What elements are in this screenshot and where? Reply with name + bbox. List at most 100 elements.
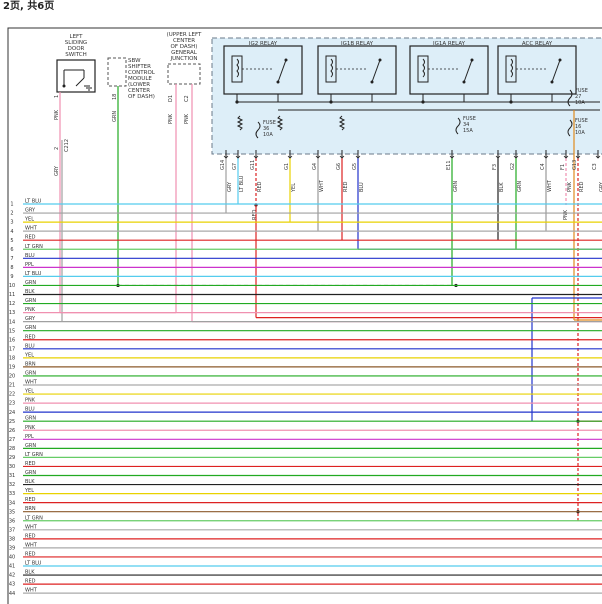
relay-box (497, 45, 577, 95)
harness-label: WHT (25, 524, 38, 530)
page-header: 2页, 共6页 (3, 1, 55, 12)
harness-number: 7 (10, 256, 13, 262)
harness-number: 41 (9, 564, 15, 570)
relay-label: ACC RELAY (522, 41, 553, 47)
harness-number: 8 (10, 265, 13, 271)
pin-wire-label: BLU (359, 182, 365, 192)
harness-number: 24 (9, 410, 15, 416)
fuse-symbol (567, 119, 573, 137)
harness-label: GRN (25, 298, 36, 304)
pin-wire-label: BLK (499, 182, 505, 192)
harness-number: 39 (9, 546, 15, 552)
pin-wire-label: RED (343, 181, 349, 192)
harness-label: GRN (25, 443, 36, 449)
bus-junction (509, 100, 513, 104)
fuse-label: FUSE (463, 116, 476, 122)
relay-box (223, 45, 303, 95)
junction-label-line: OF DASH) (171, 44, 198, 50)
door-switch-label: LEFT SLIDING DOOR SWITCH (65, 34, 87, 58)
harness-label: BLU (25, 343, 35, 349)
harness-number: 44 (9, 591, 15, 597)
harness-label: BLK (25, 289, 35, 295)
fuse-symbol (455, 117, 461, 135)
harness-number: 40 (9, 555, 15, 561)
harness-label: RED (25, 334, 36, 340)
harness-label: PNK (25, 398, 36, 404)
resistor-symbol (276, 115, 284, 131)
junction-label-line: (UPPER LEFT (167, 32, 202, 38)
sbw-label-line: SBW (128, 58, 141, 64)
pin-wire-label: WHT (547, 179, 553, 192)
relay-coil-winding (510, 58, 513, 78)
pin-code: G14 (220, 160, 226, 170)
harness-label: RED (25, 497, 36, 503)
sbw-label-line: SHIFTER (128, 64, 151, 70)
relay-contact-node (276, 80, 280, 84)
harness-label: BLK (25, 570, 35, 576)
harness-number: 6 (10, 247, 13, 253)
harness-number: 28 (9, 446, 15, 452)
harness-number: 10 (9, 283, 15, 289)
relay-contact (551, 59, 561, 83)
harness-label: WHT (25, 588, 38, 594)
sbw-pin-label: 18 (112, 94, 118, 100)
junction-label-line: GENERAL (171, 50, 198, 56)
harness-label: LT GRN (25, 452, 43, 458)
harness-number: 11 (9, 292, 15, 298)
harness-number: 13 (9, 310, 15, 316)
sbw-label-line: CONTROL (128, 70, 156, 76)
pin-chevron (339, 155, 345, 159)
relay-contact-node (284, 58, 288, 62)
harness-number: 5 (10, 238, 13, 244)
harness-number: 36 (9, 518, 15, 524)
relay-box (317, 45, 397, 95)
pin-chevron (287, 155, 293, 159)
harness-label: RED (25, 551, 36, 557)
relay-label: IG1A RELAY (433, 41, 466, 47)
pin-code: G1 (284, 163, 290, 170)
harness-number: 3 (10, 220, 13, 226)
harness-label: GRN (25, 325, 36, 331)
pin-code: C3 (592, 163, 598, 170)
harness-number: 15 (9, 328, 15, 334)
harness-number: 14 (9, 319, 15, 325)
fuse-label: 34 (463, 122, 469, 128)
fuse36-red-wire: RED (252, 209, 258, 220)
sbw-module-label: SBW SHIFTER CONTROL MODULE (LOWER CENTER… (128, 58, 156, 100)
relay-contact-node (370, 80, 374, 84)
harness-label: LT GRN (25, 244, 43, 250)
sbw-module-box (107, 57, 127, 87)
harness-number: 32 (9, 482, 15, 488)
pin-wire-label: RED (257, 181, 263, 192)
fuse-label: FUSE (263, 120, 276, 126)
pin-code: C4 (540, 163, 546, 170)
junction-label: (UPPER LEFT CENTER OF DASH) GENERAL JUNC… (167, 32, 202, 62)
relay-label: IG1B RELAY (341, 41, 374, 47)
harness-number: 4 (10, 229, 13, 235)
diagram-frame (7, 27, 602, 604)
harness-label: BRN (25, 361, 36, 367)
harness-label: GRN (25, 416, 36, 422)
pin-chevron (495, 155, 501, 159)
harness-label: PNK (25, 425, 36, 431)
fuse-label: FUSE (575, 88, 588, 94)
relay-contact-node (550, 80, 554, 84)
harness-label: BLU (25, 253, 35, 259)
sbw-label-line: (LOWER (128, 82, 150, 88)
door-pin2-wire: GRY (54, 165, 60, 176)
pin-code: F3 (492, 164, 498, 170)
pin-wire-label: PNK (567, 181, 573, 192)
harness-number: 38 (9, 536, 15, 542)
harness-label: YEL (24, 352, 34, 358)
relay-panel (211, 37, 602, 155)
pin-code: G5 (352, 163, 358, 170)
junction-box (167, 63, 201, 85)
fuse16-pnk-wire: PNK (563, 209, 569, 220)
relay-contact (463, 59, 473, 83)
jn-pin2-label: C2 (184, 95, 190, 102)
fuse-label: FUSE (575, 118, 588, 124)
fuse-symbol (255, 121, 261, 139)
harness-label: LT BLU (25, 561, 42, 567)
